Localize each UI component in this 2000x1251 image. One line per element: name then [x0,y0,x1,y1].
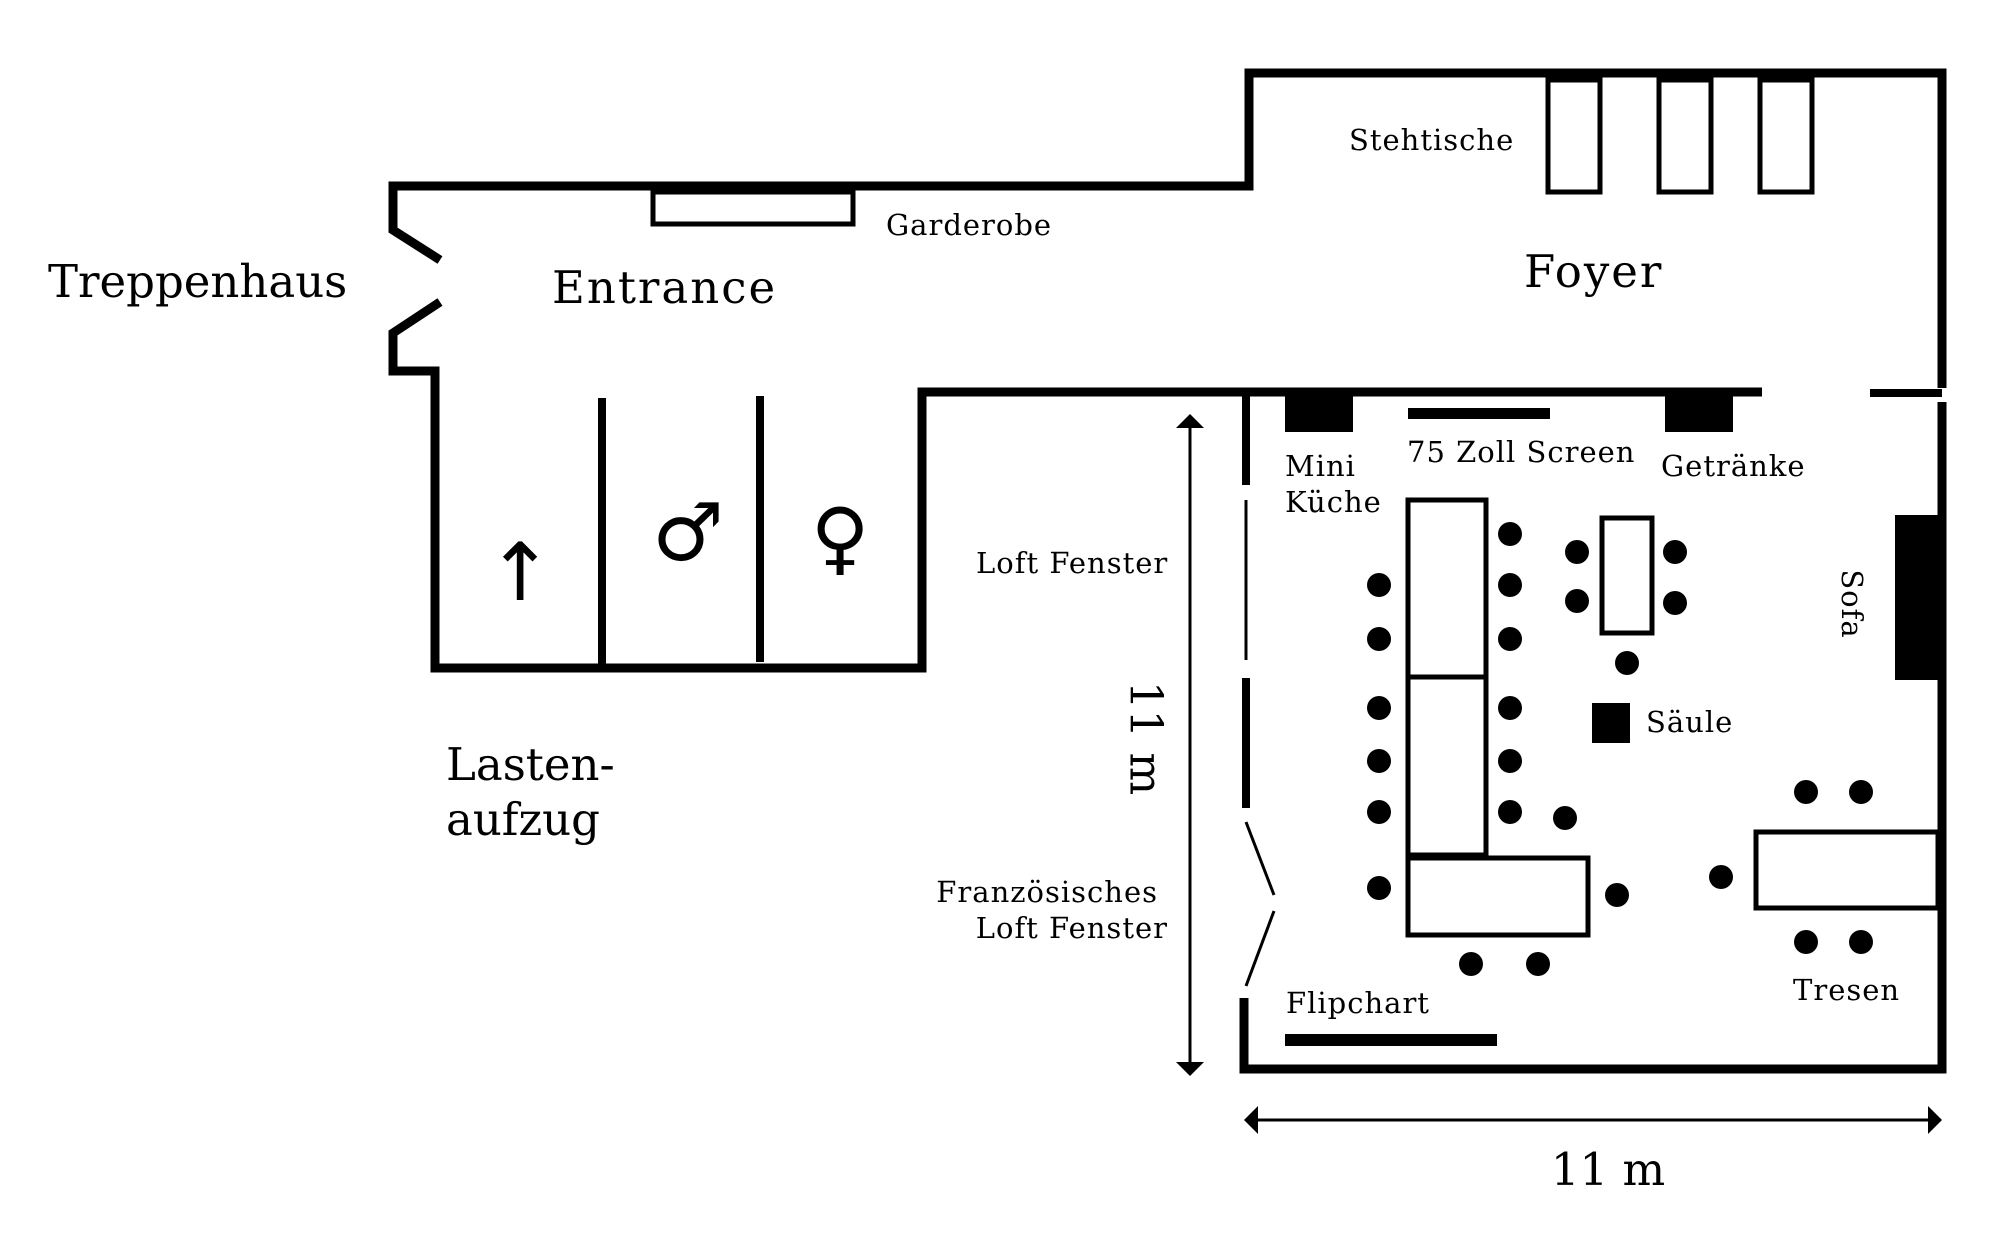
french-window-leaf-bottom [1244,910,1276,987]
label-tresen: Tresen [1793,973,1900,1007]
drinks-unit [1665,395,1733,432]
standing-table-1 [1545,77,1603,195]
chair [1459,952,1483,976]
small-table [1599,515,1655,636]
chair [1709,865,1733,889]
chair [1663,540,1687,564]
sofa [1895,515,1942,680]
chair [1498,749,1522,773]
label-mini-kueche-line1: Mini [1285,449,1356,483]
chair [1605,883,1629,907]
chair [1498,573,1522,597]
conference-table-1 [1405,497,1489,680]
chair [1565,589,1589,613]
conference-table-2 [1405,674,1489,858]
conference-table-3 [1405,855,1591,938]
chair [1794,780,1818,804]
up-arrow-icon: ↑ [486,526,553,619]
chair [1498,800,1522,824]
wall-right-lower [1239,402,1947,1074]
label-franzoesisches-line1: Französisches [936,875,1158,909]
counter [1753,829,1941,911]
standing-table-2 [1656,77,1714,195]
label-lastenaufzug-line1: Lasten- [446,738,615,791]
chair [1526,952,1550,976]
dimension-horizontal [1244,1106,1942,1134]
label-stehtische: Stehtische [1349,123,1514,157]
chair [1849,780,1873,804]
screen-75-inch [1408,408,1550,419]
chair [1663,591,1687,615]
label-treppenhaus: Treppenhaus [48,255,347,308]
label-foyer: Foyer [1524,245,1663,298]
label-franzoesisches-line2: Loft Fenster [976,911,1168,945]
label-screen: 75 Zoll Screen [1407,435,1635,469]
chair [1367,573,1391,597]
label-flipchart: Flipchart [1286,986,1430,1020]
chair [1367,876,1391,900]
chair [1367,800,1391,824]
label-dimension-horizontal: 11 m [1551,1143,1665,1196]
chair [1498,522,1522,546]
wall-entrance-top-left [388,68,1947,388]
label-lastenaufzug-line2: aufzug [446,793,600,846]
female-symbol-icon: ♀ [811,491,870,584]
chair [1498,696,1522,720]
standing-table-3 [1757,77,1815,195]
label-mini-kueche-line2: Küche [1285,485,1382,519]
french-window-leaf-top [1244,821,1276,896]
chair [1367,749,1391,773]
chairs [1367,522,1873,976]
chair [1794,930,1818,954]
label-garderobe: Garderobe [886,208,1052,242]
label-getraenke: Getränke [1661,449,1806,483]
label-sofa: Sofa [1835,569,1869,638]
label-dimension-vertical: 11 m [1120,681,1173,795]
garderobe-rail [650,189,856,227]
flipchart [1285,1034,1497,1046]
chair [1367,627,1391,651]
wall-foyer-divider [388,298,1762,673]
chair [1615,651,1639,675]
chair [1553,806,1577,830]
chair [1565,540,1589,564]
label-entrance: Entrance [552,261,777,314]
label-loft-fenster: Loft Fenster [976,546,1168,580]
dimension-vertical [1176,414,1204,1076]
chair [1367,696,1391,720]
chair [1849,930,1873,954]
chair [1498,627,1522,651]
male-symbol-icon: ♂ [652,486,724,579]
pillar [1592,703,1630,743]
label-saeule: Säule [1646,705,1733,739]
mini-kitchen-unit [1285,395,1353,432]
